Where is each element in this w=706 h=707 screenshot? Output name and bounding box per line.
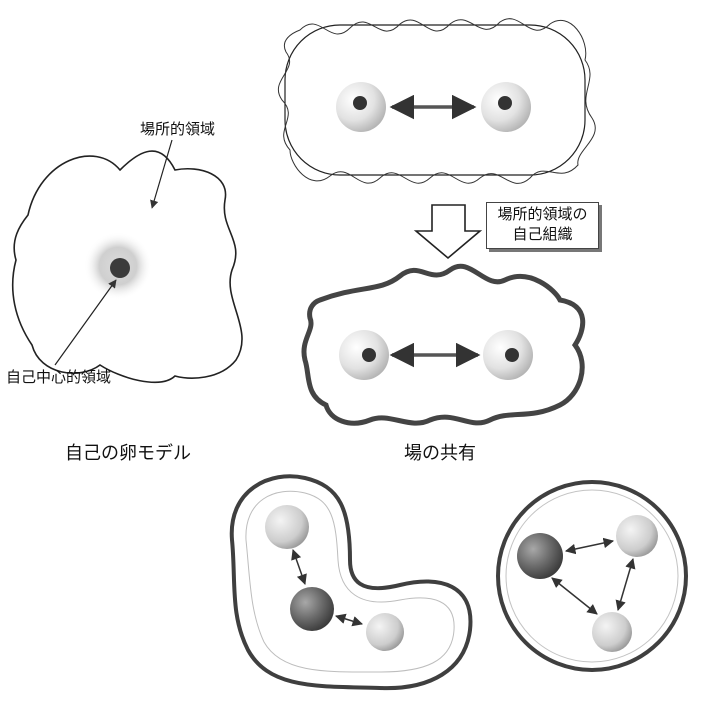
egg-model-group <box>13 140 242 382</box>
self-organization-line-1: 場所的領域の <box>487 204 598 224</box>
field-before-group <box>278 19 595 184</box>
bean-sphere-top <box>265 505 309 549</box>
sphere-b-mid-dot <box>505 348 519 362</box>
sphere-b-top-dot <box>498 96 512 110</box>
self-organization-down-arrow <box>416 205 480 258</box>
egg-model-caption: 自己の卵モデル <box>65 444 191 465</box>
sphere-a-top-dot <box>353 96 367 110</box>
field-wave <box>278 19 595 184</box>
circle-arrow-left <box>552 578 597 614</box>
self-center-arrow <box>55 280 116 365</box>
field-after-group <box>304 266 583 423</box>
circle-outline <box>498 482 686 670</box>
bean-sphere-right <box>366 613 404 651</box>
bean-group <box>232 476 471 688</box>
bean-arrow-vertical <box>293 550 305 584</box>
circle-group <box>498 482 686 670</box>
bean-outline <box>232 476 471 688</box>
field-region-label: 場所的領域 <box>140 121 215 138</box>
self-organization-line-2: 自己組織 <box>487 224 598 244</box>
circle-arrow-top <box>566 541 613 551</box>
bean-sphere-dark <box>290 587 334 631</box>
self-core-dot <box>110 258 130 278</box>
field-region-arrow <box>152 140 172 208</box>
bean-arrow-horizontal <box>336 616 362 624</box>
circle-sphere-dark <box>517 533 563 579</box>
field-sharing-caption: 場の共有 <box>404 444 476 465</box>
circle-sphere-bottom <box>592 612 632 652</box>
circle-sphere-top <box>616 515 658 557</box>
self-center-region-label: 自己中心的領域 <box>6 369 111 386</box>
sphere-a-mid-dot <box>362 348 376 362</box>
self-organization-callout: 場所的領域の 自己組織 <box>486 202 599 249</box>
field-rounded-rect <box>285 25 585 175</box>
circle-arrow-right <box>618 559 633 610</box>
